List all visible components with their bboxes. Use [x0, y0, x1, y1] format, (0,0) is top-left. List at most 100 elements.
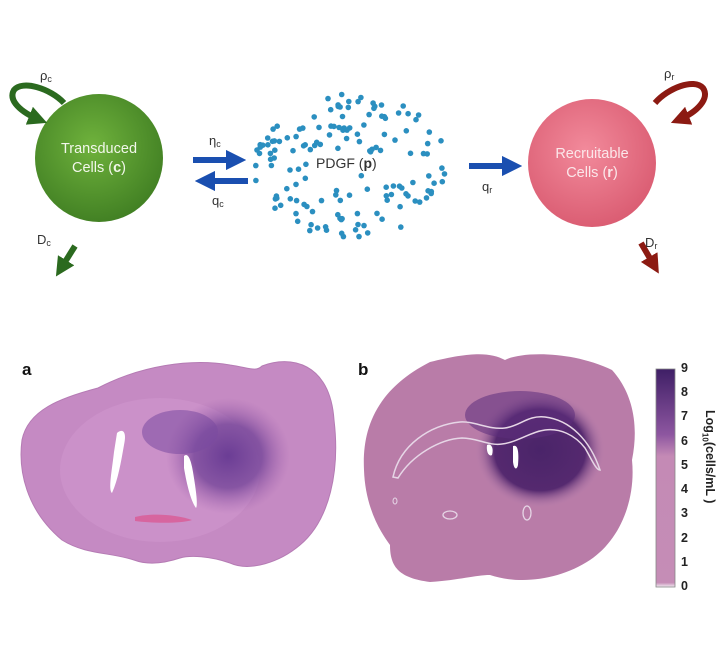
pdgf-particle — [295, 166, 302, 172]
pdgf-particle — [311, 114, 318, 120]
pdgf-particle — [265, 142, 271, 148]
pdgf-particle — [410, 179, 416, 186]
rho-r-label: ρr — [664, 66, 674, 82]
panel-a-letter: a — [22, 360, 32, 379]
pdgf-particle — [373, 144, 379, 151]
pdgf-particle — [287, 167, 293, 173]
t-bold: c — [113, 160, 122, 176]
pdgf-particle — [439, 178, 446, 185]
pdgf-particle — [413, 116, 419, 123]
r-pre: Cells ( — [566, 165, 608, 181]
pdgf-particle — [361, 222, 367, 229]
d-r-arrow — [638, 241, 659, 274]
sym: ρ — [664, 66, 672, 81]
pdgf-particle — [257, 141, 264, 148]
pdgf-particle — [302, 175, 309, 182]
pdgf-particle — [270, 126, 276, 132]
pdgf-particle — [254, 147, 260, 153]
cb-post: (cells/mL ) — [703, 441, 717, 504]
pdgf-particle — [358, 94, 364, 101]
pdgf-particle — [325, 95, 331, 102]
pdgf-particle — [407, 150, 414, 157]
pdgf-particle — [314, 225, 321, 231]
pdgf-bold: p — [363, 155, 373, 171]
pdgf-particle — [426, 129, 433, 135]
d-c-label: Dc — [37, 232, 51, 248]
pdgf-particle — [335, 145, 341, 152]
pdgf-particle — [307, 227, 313, 234]
sub: c — [47, 74, 52, 84]
colorbar-tick-label: 0 — [681, 579, 688, 593]
pdgf-particle — [396, 183, 403, 189]
pdgf-particle — [424, 140, 431, 147]
pdgf-particle — [403, 191, 409, 197]
pdgf-particle — [307, 146, 314, 153]
pdgf-particle — [355, 98, 361, 105]
pdgf-particle — [340, 127, 346, 133]
pdgf-particle — [335, 103, 342, 110]
colorbar — [655, 368, 676, 588]
rho-c-loop-arrow — [9, 82, 67, 125]
pdgf-particle — [326, 132, 333, 138]
pdgf-particle — [316, 124, 322, 131]
pdgf-particle — [277, 202, 284, 209]
colorbar-tick-label: 9 — [681, 361, 688, 375]
pdgf-particle — [253, 177, 259, 184]
pdgf-particle — [361, 122, 367, 128]
pdgf-particle — [309, 208, 316, 215]
colorbar-tick-label: 6 — [681, 433, 688, 448]
pdgf-particle — [364, 230, 371, 236]
pdgf-particle — [290, 147, 296, 154]
transduced-line1: Transduced — [60, 141, 138, 157]
pdgf-particle — [339, 215, 345, 222]
sub: c — [46, 238, 51, 248]
pdgf-particle — [415, 112, 422, 118]
pdgf-particle — [358, 172, 365, 179]
pdgf-particle — [293, 210, 299, 217]
pdgf-particle — [273, 193, 280, 199]
pdgf-particle — [284, 185, 290, 192]
pdgf-particle — [302, 142, 309, 148]
sym: q — [482, 179, 490, 194]
histology-section — [20, 361, 337, 567]
pdgf-particle — [354, 210, 361, 217]
pdgf-particle — [392, 137, 398, 143]
panel-b-letter: b — [358, 360, 369, 379]
pdgf-particle — [423, 195, 430, 201]
pdgf-particle — [331, 123, 337, 130]
pdgf-particle — [338, 91, 345, 98]
pdgf-particle — [383, 184, 390, 190]
pdgf-particle — [371, 105, 377, 112]
pdgf-particle — [395, 110, 402, 116]
pdgf-particle — [293, 181, 299, 188]
colorbar-title: Log10(cells/mL ) — [701, 410, 718, 503]
pdgf-particle — [269, 138, 276, 145]
sub: c — [219, 199, 224, 209]
pdgf-particle — [378, 102, 385, 108]
pdgf-particle — [267, 150, 274, 157]
pdgf-particle — [333, 187, 340, 194]
pdgf-particle — [403, 128, 410, 134]
pdgf-particle — [388, 191, 395, 198]
pdgf-particle — [379, 216, 385, 222]
pdgf-particle — [441, 171, 448, 177]
pdgf-pre: PDGF ( — [316, 155, 364, 171]
pdgf-particle — [272, 147, 278, 153]
pdgf-particle — [370, 100, 376, 106]
pdgf-particle — [382, 115, 389, 122]
pdgf-particle — [337, 197, 344, 204]
d-c-arrow — [55, 244, 78, 277]
pdgf-particle — [276, 138, 283, 145]
pdgf-particle — [336, 124, 342, 131]
pdgf-particle — [346, 192, 353, 198]
pdgf-particle — [428, 190, 435, 197]
r-bold: r — [607, 165, 613, 181]
pdgf-particle — [318, 197, 325, 204]
colorbar-tick-label: 5 — [681, 457, 688, 472]
t-pre: Cells ( — [71, 160, 114, 176]
colorbar-tick-label: 3 — [681, 506, 688, 521]
pdgf-particle — [268, 162, 275, 169]
recruitable-line2: Cells (r) — [537, 164, 647, 183]
pdgf-particle — [374, 210, 380, 217]
sym: η — [209, 133, 217, 148]
